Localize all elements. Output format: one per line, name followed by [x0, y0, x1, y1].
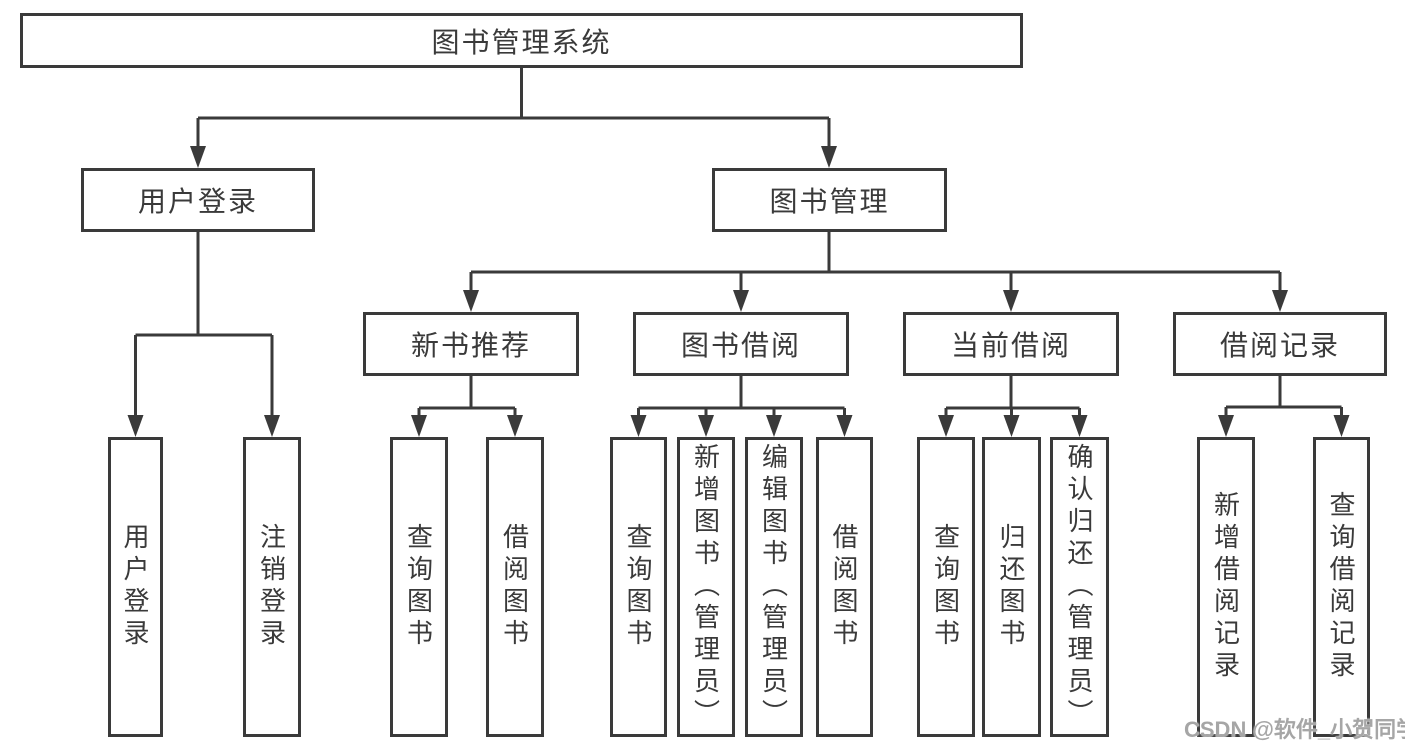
node-new-book-recommend: 新书推荐 — [363, 312, 579, 376]
leaf-label: 查询图书 — [930, 523, 961, 651]
leaf-query-books-borrowing: 查询图书 — [610, 437, 667, 737]
leaf-label: 查询图书 — [623, 523, 653, 651]
leaf-label: 借阅图书 — [499, 523, 530, 651]
leaf-label: 查询图书 — [403, 523, 434, 651]
leaf-label: 借阅图书 — [829, 523, 859, 651]
leaf-query-books-recommend: 查询图书 — [390, 437, 448, 737]
leaf-label: 注销登录 — [256, 523, 287, 651]
node-label: 用户登录 — [137, 186, 258, 217]
leaf-label: 归还图书 — [996, 523, 1026, 651]
leaf-edit-books-admin: 编辑图书（管理员） — [745, 437, 803, 737]
node-label: 新书推荐 — [410, 330, 531, 361]
leaf-borrow-books: 借阅图书 — [816, 437, 873, 737]
node-label: 图书借阅 — [680, 330, 801, 361]
leaf-logout: 注销登录 — [243, 437, 301, 737]
node-label: 当前借阅 — [950, 330, 1071, 361]
node-book-management: 图书管理 — [712, 168, 947, 232]
node-label: 借阅记录 — [1219, 330, 1340, 361]
leaf-confirm-return-admin: 确认归还（管理员） — [1050, 437, 1109, 737]
csdn-watermark: CSDN @软件_小贺同学 — [1184, 717, 1405, 742]
arrowheads — [127, 146, 1350, 437]
leaf-label: 确认归还（管理员） — [1064, 443, 1094, 731]
leaf-label: 编辑图书（管理员） — [758, 443, 789, 731]
leaf-label: 新增图书（管理员） — [690, 443, 721, 731]
node-label: 图书管理 — [769, 186, 890, 217]
leaf-label: 新增借阅记录 — [1210, 491, 1241, 683]
leaf-user-login: 用户登录 — [108, 437, 163, 737]
leaf-label: 查询借阅记录 — [1326, 491, 1356, 683]
leaf-query-borrow-records: 查询借阅记录 — [1313, 437, 1370, 737]
leaf-return-books: 归还图书 — [982, 437, 1041, 737]
node-library-management-system: 图书管理系统 — [20, 13, 1023, 68]
leaf-add-books-admin: 新增图书（管理员） — [677, 437, 735, 737]
node-book-borrowing: 图书借阅 — [633, 312, 849, 376]
node-current-borrowing: 当前借阅 — [903, 312, 1119, 376]
node-user-login-branch: 用户登录 — [81, 168, 315, 232]
leaf-query-books-current: 查询图书 — [917, 437, 975, 737]
tree-edges — [134, 68, 1343, 417]
leaf-label: 用户登录 — [120, 523, 150, 651]
leaf-borrow-books-recommend: 借阅图书 — [486, 437, 544, 737]
leaf-add-borrow-record: 新增借阅记录 — [1197, 437, 1255, 737]
node-label: 图书管理系统 — [431, 26, 612, 58]
node-borrow-records: 借阅记录 — [1173, 312, 1387, 376]
